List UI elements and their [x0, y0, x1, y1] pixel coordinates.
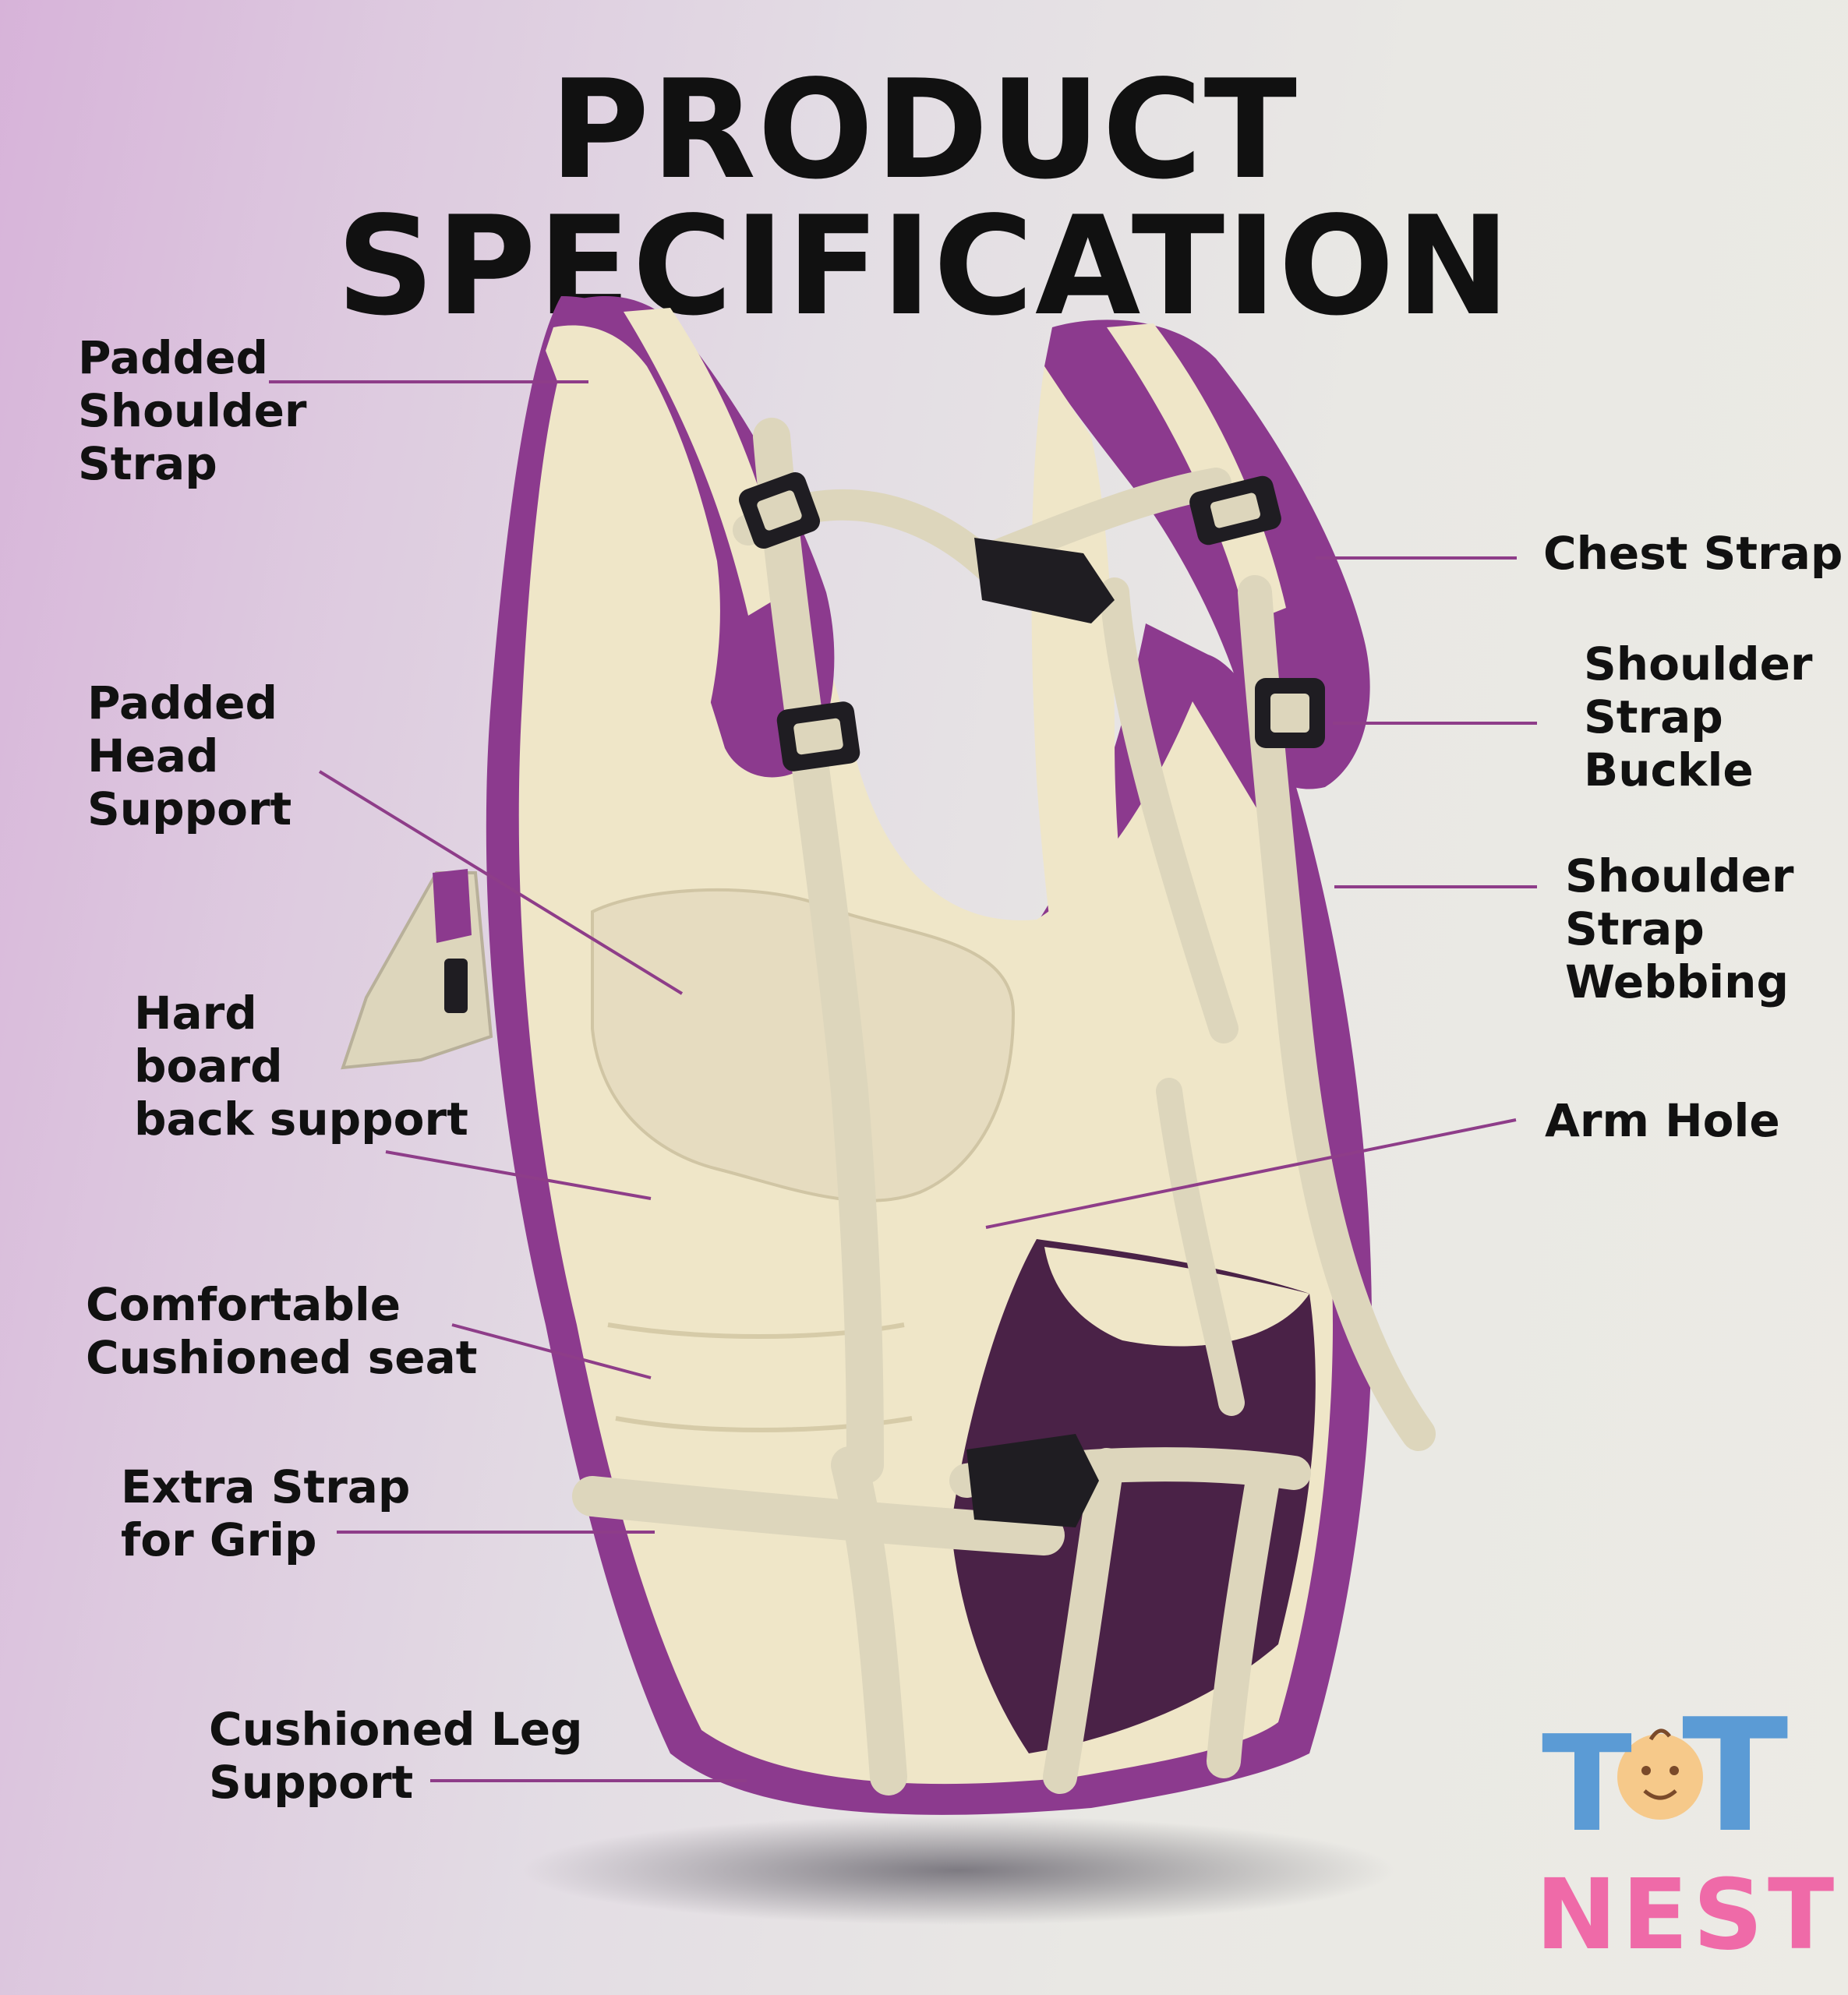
buckle-openings	[757, 490, 1309, 755]
side-buckle	[444, 959, 468, 1013]
head-support-pillow	[591, 888, 1016, 1202]
chest-strap-buckle	[974, 538, 1115, 623]
label-padded-shoulder-strap: Padded Shoulder Strap	[78, 331, 307, 490]
right-strap-inner-pad	[1031, 366, 1146, 1091]
logo-word-nest: NEST	[1535, 1859, 1839, 1972]
waist-buckle	[966, 1434, 1099, 1527]
leader-lines	[269, 380, 1537, 1782]
label-shoulder-strap-buckle: Shoulder Strap Buckle	[1584, 637, 1813, 796]
page-title: PRODUCT SPECIFICATION	[336, 51, 1512, 346]
logo-smile	[1643, 1789, 1677, 1800]
label-arm-hole: Arm Hole	[1545, 1094, 1780, 1147]
leader-line-comfortable-cushioned-seat	[451, 1323, 652, 1379]
left-shoulder-strap-pad	[546, 325, 720, 740]
logo-eye-left	[1641, 1766, 1651, 1775]
logo-letter-t-left: T	[1542, 1707, 1632, 1862]
label-extra-strap-for-grip: Extra Strap for Grip	[121, 1460, 411, 1566]
logo-baby-face	[1617, 1734, 1703, 1820]
label-shoulder-strap-webbing: Shoulder Strap Webbing	[1565, 849, 1794, 1008]
front-seat-panel-top	[1044, 1247, 1309, 1347]
logo-eye-right	[1670, 1766, 1679, 1775]
label-comfortable-cushioned-seat: Comfortable Cushioned seat	[86, 1278, 478, 1384]
side-flap-purple	[433, 869, 472, 943]
webbing-straps	[572, 418, 1436, 1796]
leader-line-arm-hole	[985, 1118, 1517, 1229]
label-cushioned-leg-support: Cushioned Leg Support	[209, 1703, 583, 1809]
label-hard-board-back-support: Hard board back support	[134, 987, 468, 1146]
leader-line-padded-head-support	[318, 770, 684, 995]
label-chest-strap: Chest Strap	[1543, 527, 1843, 580]
right-shoulder-strap	[1044, 320, 1370, 789]
leader-line-hard-board-back-support	[385, 1150, 652, 1200]
logo-letter-t-right: T	[1682, 1686, 1789, 1867]
label-padded-head-support: Padded Head Support	[87, 676, 292, 835]
floor-shadow	[522, 1816, 1395, 1925]
logo-hair-curl	[1648, 1728, 1671, 1741]
